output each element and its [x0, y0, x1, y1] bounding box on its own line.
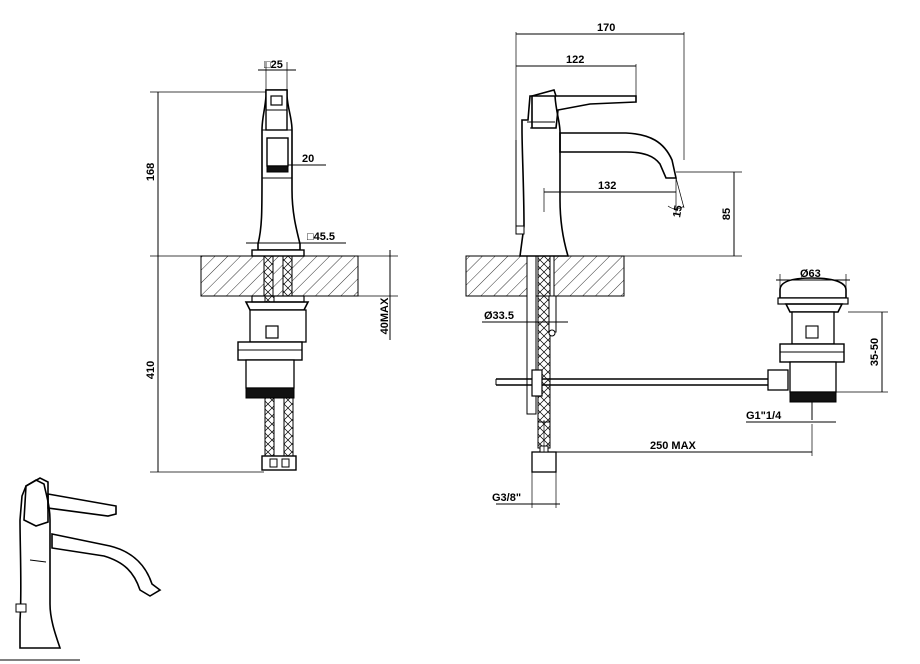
front-view: □25 168 20 □45.5 410 40MA — [145, 59, 398, 473]
dim-base-square: □45.5 — [246, 231, 346, 244]
dim-waste-thread: G1"1/4 — [746, 410, 836, 423]
dim-supply-thread-label: G3/8" — [492, 492, 521, 504]
dim-waste-adjust-label: 35-50 — [869, 338, 881, 366]
dim-front-height: 168 — [145, 91, 266, 256]
front-deck-slab — [200, 255, 359, 297]
sketch-handle — [23, 477, 49, 527]
dim-below-deck-label: 410 — [145, 361, 157, 379]
front-waste-nut — [237, 341, 303, 361]
dim-handle-square-label: □25 — [264, 59, 283, 71]
front-waste-thread — [245, 387, 295, 399]
dim-front-height-label: 168 — [145, 163, 157, 181]
dim-shank-diameter-label: Ø33.5 — [484, 310, 514, 322]
dim-waste-adjust: 35-50 — [836, 311, 888, 393]
dim-cap-diameter: Ø63 — [776, 268, 850, 290]
sketch-body — [19, 479, 62, 649]
dim-spout-angle: 15 — [667, 177, 685, 219]
dim-handle-width: 20 — [288, 153, 326, 166]
front-waste-flange — [251, 295, 305, 303]
dim-spout-reach-label: 132 — [598, 180, 616, 192]
dim-rod-length: 250 MAX — [543, 420, 813, 456]
sketch-lever — [47, 493, 117, 517]
dim-spout-reach: 132 — [543, 180, 676, 212]
dim-below-deck: 410 — [145, 255, 264, 473]
dim-supply-thread: G3/8" — [492, 472, 560, 508]
side-supply-nut — [531, 451, 557, 473]
dim-handle-width-label: 20 — [302, 153, 314, 165]
dim-spout-height: 85 — [624, 171, 742, 257]
dim-rod-length-label: 250 MAX — [650, 440, 697, 452]
front-supply-nut — [261, 455, 297, 471]
waste-cap — [779, 277, 847, 299]
dim-lever-reach-label: 122 — [566, 54, 584, 66]
dim-handle-square: □25 — [258, 59, 296, 90]
waste-detail: Ø63 35-50 G1"1/4 — [746, 268, 888, 423]
dim-spout-angle-label: 15 — [671, 204, 685, 218]
dim-deck-thickness: 40MAX — [358, 250, 398, 340]
dim-cap-diameter-label: Ø63 — [800, 268, 821, 280]
sketch-spout — [51, 533, 162, 597]
perspective-sketch — [0, 477, 162, 661]
front-lever — [266, 137, 289, 167]
dim-overall-reach: 170 — [515, 22, 685, 160]
dim-waste-thread-label: G1"1/4 — [746, 410, 782, 422]
dim-spout-height-label: 85 — [721, 208, 733, 220]
dim-base-square-label: □45.5 — [307, 231, 335, 243]
dim-lever-reach: 122 — [516, 54, 637, 96]
side-spout — [559, 132, 677, 179]
dim-shank-diameter: Ø33.5 — [482, 310, 568, 323]
side-tap-body — [519, 95, 570, 257]
dim-deck-thickness-label: 40MAX — [379, 297, 391, 334]
front-tap-base — [251, 249, 305, 257]
side-view: 170 122 132 15 85 — [465, 22, 813, 508]
dim-overall-reach-label: 170 — [597, 22, 615, 34]
waste-thread — [789, 391, 837, 403]
